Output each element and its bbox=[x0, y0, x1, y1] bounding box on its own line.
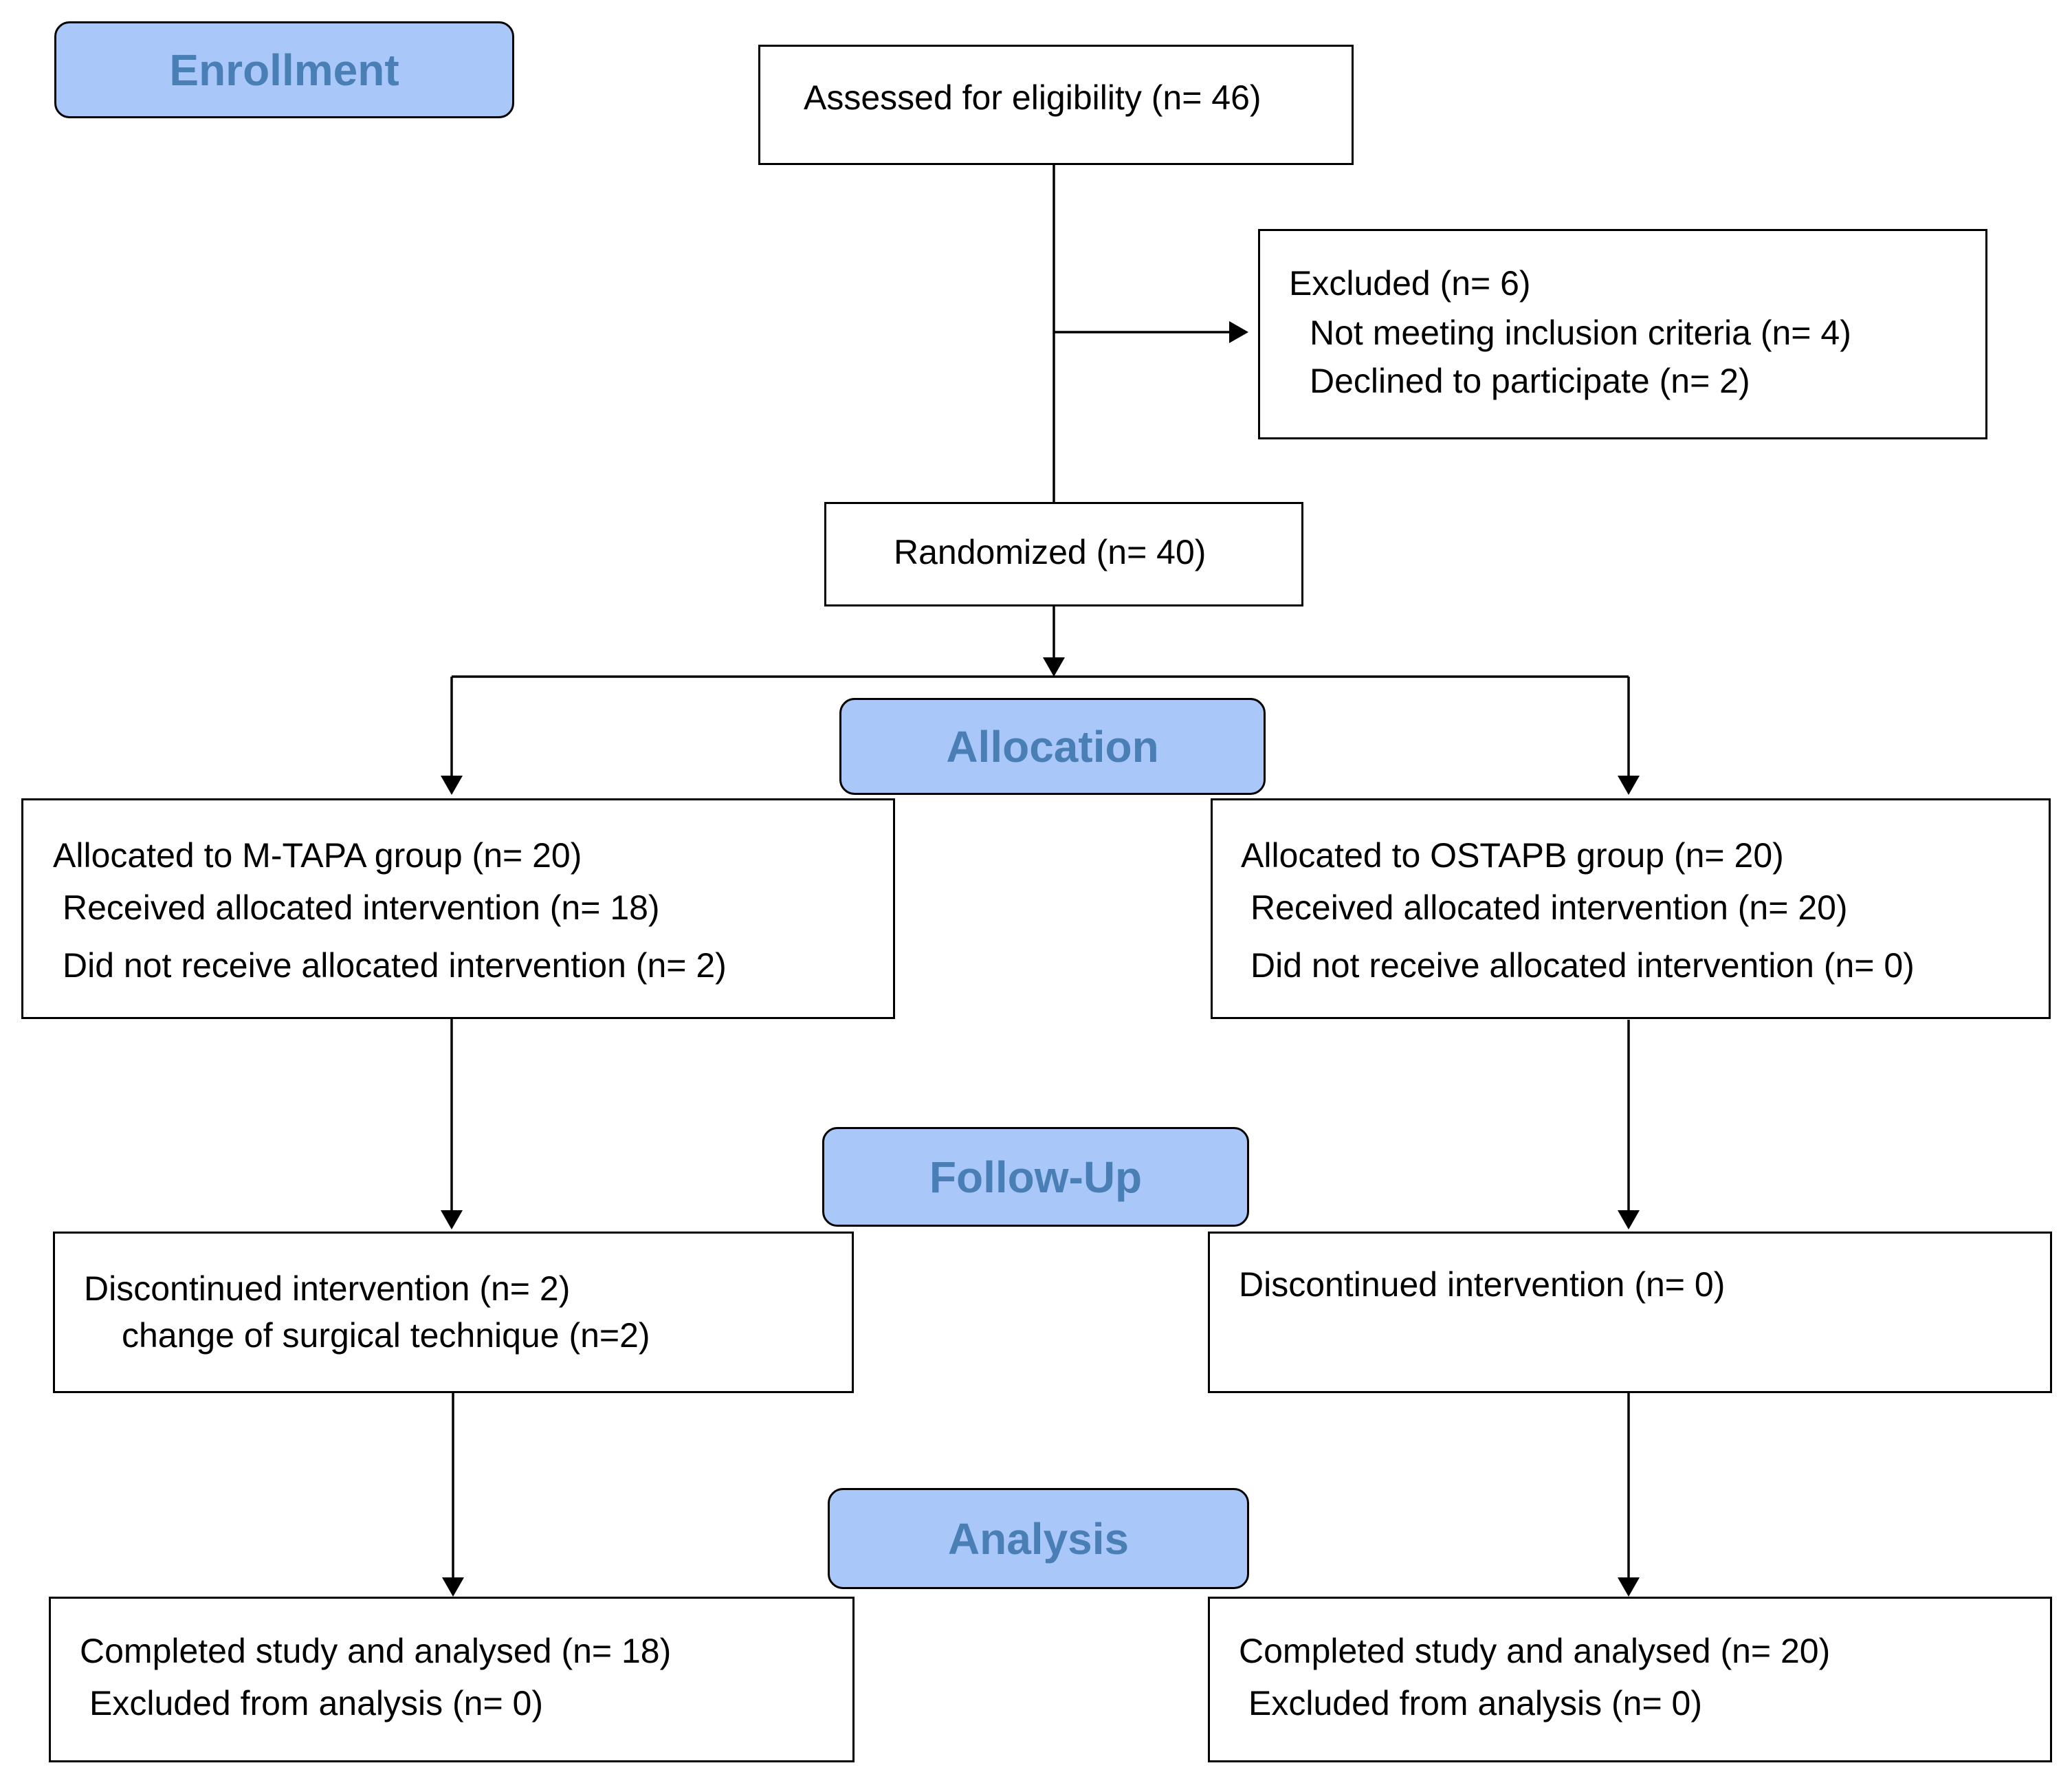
followup-left-box: Discontinued intervention (n= 2) change … bbox=[53, 1232, 854, 1393]
stage-followup-label: Follow-Up bbox=[929, 1152, 1143, 1202]
analysis-right-title: Completed study and analysed (n= 20) bbox=[1239, 1632, 1831, 1670]
allocation-right-item: Received allocated intervention (n= 20) bbox=[1250, 888, 1848, 927]
allocation-left-item: Did not receive allocated intervention (… bbox=[63, 946, 727, 985]
stage-allocation-label: Allocation bbox=[946, 721, 1159, 772]
allocation-left-title: Allocated to M-TAPA group (n= 20) bbox=[53, 836, 582, 875]
followup-right-title: Discontinued intervention (n= 0) bbox=[1239, 1265, 1726, 1304]
assessed-box: Assessed for eligibility (n= 46) bbox=[758, 45, 1354, 165]
analysis-right-box: Completed study and analysed (n= 20) Exc… bbox=[1208, 1597, 2052, 1762]
stage-enrollment-label: Enrollment bbox=[169, 45, 399, 95]
allocation-right-box: Allocated to OSTAPB group (n= 20) Receiv… bbox=[1211, 798, 2051, 1019]
arrowhead-analysis-left bbox=[442, 1577, 464, 1597]
analysis-left-title: Completed study and analysed (n= 18) bbox=[80, 1632, 672, 1670]
allocation-left-box: Allocated to M-TAPA group (n= 20) Receiv… bbox=[21, 798, 895, 1019]
arrowhead-split bbox=[1043, 657, 1065, 677]
allocation-right-item: Did not receive allocated intervention (… bbox=[1250, 946, 1915, 985]
allocation-right-title: Allocated to OSTAPB group (n= 20) bbox=[1241, 836, 1784, 875]
arrowhead-followup-right bbox=[1618, 1210, 1640, 1229]
excluded-box: Excluded (n= 6) Not meeting inclusion cr… bbox=[1258, 229, 1987, 439]
arrowhead-excluded bbox=[1229, 321, 1248, 343]
followup-left-title: Discontinued intervention (n= 2) bbox=[84, 1269, 571, 1308]
arrowhead-alloc-right bbox=[1618, 776, 1640, 795]
excluded-item: Declined to participate (n= 2) bbox=[1310, 362, 1750, 400]
excluded-title: Excluded (n= 6) bbox=[1289, 264, 1531, 303]
stage-analysis: Analysis bbox=[828, 1488, 1249, 1589]
stage-followup: Follow-Up bbox=[822, 1127, 1249, 1227]
allocation-left-item: Received allocated intervention (n= 18) bbox=[63, 888, 660, 927]
arrowhead-analysis-right bbox=[1618, 1577, 1640, 1597]
analysis-left-item: Excluded from analysis (n= 0) bbox=[89, 1684, 544, 1722]
assessed-text: Assessed for eligibility (n= 46) bbox=[804, 78, 1261, 117]
stage-analysis-label: Analysis bbox=[947, 1513, 1129, 1564]
followup-right-box: Discontinued intervention (n= 0) bbox=[1208, 1232, 2052, 1393]
arrowhead-alloc-left bbox=[441, 776, 463, 795]
analysis-right-item: Excluded from analysis (n= 0) bbox=[1248, 1684, 1703, 1722]
stage-enrollment: Enrollment bbox=[54, 21, 514, 118]
followup-left-item: change of surgical technique (n=2) bbox=[122, 1316, 650, 1355]
randomized-box: Randomized (n= 40) bbox=[824, 502, 1303, 606]
stage-allocation: Allocation bbox=[839, 698, 1266, 795]
excluded-item: Not meeting inclusion criteria (n= 4) bbox=[1310, 314, 1851, 352]
analysis-left-box: Completed study and analysed (n= 18) Exc… bbox=[49, 1597, 855, 1762]
randomized-text: Randomized (n= 40) bbox=[894, 533, 1206, 571]
arrowhead-followup-left bbox=[441, 1210, 463, 1229]
